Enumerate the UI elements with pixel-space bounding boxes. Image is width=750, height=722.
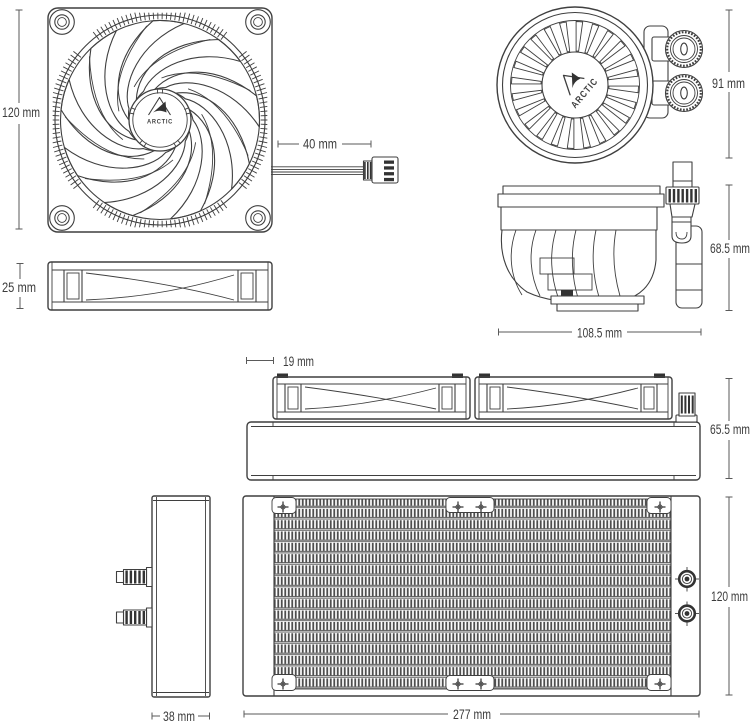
mount-cross-icon [277,501,289,513]
pump-housing [500,229,657,303]
dim-label-pump-width: 91 mm [712,76,745,91]
fan-cable [271,156,399,184]
mount-cross-icon [277,678,289,690]
radiator-fill-port [675,392,698,423]
dim-label-radiator-width: 120 mm [711,589,748,604]
radiator-top-view [242,495,701,697]
fan-screw-holes [49,9,271,231]
mount-cross-icon [475,501,487,513]
dim-pump-length: 108.5 mm [498,326,702,341]
pump-top-plate [502,185,661,195]
hose-barb-2 [115,607,153,628]
pump-side-view [497,161,703,312]
dim-label-radiator-length: 277 mm [453,707,491,722]
mount-cross-icon [452,678,464,690]
logo-swoosh-icon [153,101,167,113]
dim-label-fan-thickness: 25 mm [2,280,36,295]
radiator-port-1 [675,567,699,592]
mount-cross-icon [475,678,487,690]
dim-fan-size: 120 mm [2,9,40,230]
dim-label-cable-length: 40 mm [303,137,337,152]
dim-label-fan-offset: 19 mm [283,354,314,369]
mount-cross-icon [654,501,666,513]
dim-label-assembly-height: 65.5 mm [710,422,750,437]
dim-label-radiator-thickness: 38 mm [163,709,195,722]
dim-radiator-length: 277 mm [243,707,700,722]
dim-pump-width: 91 mm [712,9,745,159]
assembly-fan-2 [474,373,673,420]
pump-housing-fins [510,229,621,299]
dim-fan-thickness: 25 mm [2,263,36,309]
pump-top-view: ARCTIC [496,6,704,164]
pump-cold-plate [550,295,645,305]
hose-fitting-top-1 [664,29,704,69]
mount-cross-icon [452,501,464,513]
dim-assembly-height: 65.5 mm [710,378,750,479]
fan-front-view: ARCTIC [47,7,399,233]
hose-fitting-top-2 [664,73,704,113]
logo-triangle-icon [148,96,171,116]
mount-cross-icon [654,678,666,690]
pump-hose-pipe [672,161,693,188]
dim-pump-height: 68.5 mm [710,184,750,311]
hose-barb-1 [115,566,153,588]
radiator-fin-area [274,499,671,689]
dim-label-fan-size: 120 mm [2,105,40,120]
assembly-fan-1 [272,373,471,420]
radiator-side-body [246,421,701,481]
radiator-assembly-view [246,373,701,481]
radiator-port-2 [675,601,699,626]
radiator-end-view [115,495,211,698]
mount-crosses [277,501,666,690]
dim-label-pump-length: 108.5 mm [577,326,622,341]
fan-blades [60,19,261,220]
fan-frame [47,7,273,233]
brand-text-fan: ARCTIC [147,119,173,126]
dim-cable-length: 40 mm [277,137,372,152]
pump-impeller-fins [511,21,639,149]
connector-pins [384,160,394,182]
dim-label-pump-height: 68.5 mm [710,241,750,256]
dim-radiator-thickness: 38 mm [151,709,210,722]
fan-hub [128,88,192,152]
fan-side-view [47,261,273,311]
dim-fan-offset: 19 mm [246,354,314,369]
radiator-outline [242,495,701,697]
dim-radiator-width: 120 mm [711,496,748,696]
fan-ring-outer [54,14,266,226]
arctic-logo-fan: ARCTIC [147,96,173,126]
logo-swoosh-icon [571,72,581,89]
pump-body-circle [496,6,654,164]
